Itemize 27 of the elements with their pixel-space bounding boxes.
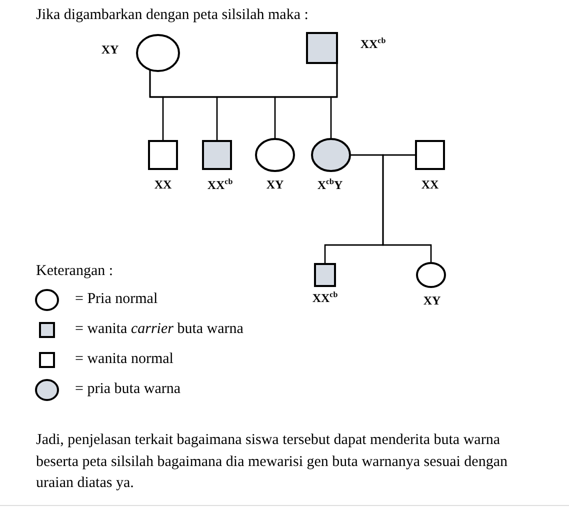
male-symbol — [416, 262, 446, 288]
genotype-label: X$^{cb}$Y — [317, 177, 343, 193]
legend-text: = pria buta warna — [75, 380, 180, 399]
male-symbol — [136, 34, 180, 72]
genotype-label: XX — [154, 178, 172, 192]
carrier-female-symbol — [202, 140, 232, 170]
genotype-label: XX$^{cb}$ — [207, 177, 233, 193]
genotype-label: XY — [101, 42, 119, 58]
genotype-label: XX$^{cb}$ — [360, 36, 386, 52]
pedigree-line — [330, 64, 338, 138]
affected-male-symbol — [311, 138, 351, 172]
intro-text: Jika digambarkan dengan peta silsilah maka : — [36, 6, 308, 25]
carrier-female-symbol — [314, 263, 336, 287]
legend-text: = wanita normal — [75, 350, 174, 369]
pedigree-line — [382, 154, 432, 262]
genotype-label: XY — [266, 178, 284, 192]
legend-text: = Pria normal — [75, 290, 158, 309]
genotype-label: XY — [423, 294, 441, 308]
female-symbol — [148, 140, 178, 170]
legend-heading: Keterangan : — [36, 262, 114, 281]
genotype-label: XX$^{cb}$ — [312, 290, 338, 306]
legend-text: = wanita carrier buta warna — [75, 320, 244, 339]
carrier-female-symbol — [306, 32, 338, 64]
female-symbol — [415, 140, 445, 170]
genotype-label: XX — [421, 178, 439, 192]
conclusion-paragraph: Jadi, penjelasan terkait bagaimana siswa tersebut dapat menderita buta warna beserta peta silsilah bagaimana dia mewarisi gen buta warnanya sesuai dengan uraian diatas ya. — [36, 431, 508, 493]
male-symbol — [255, 138, 295, 172]
